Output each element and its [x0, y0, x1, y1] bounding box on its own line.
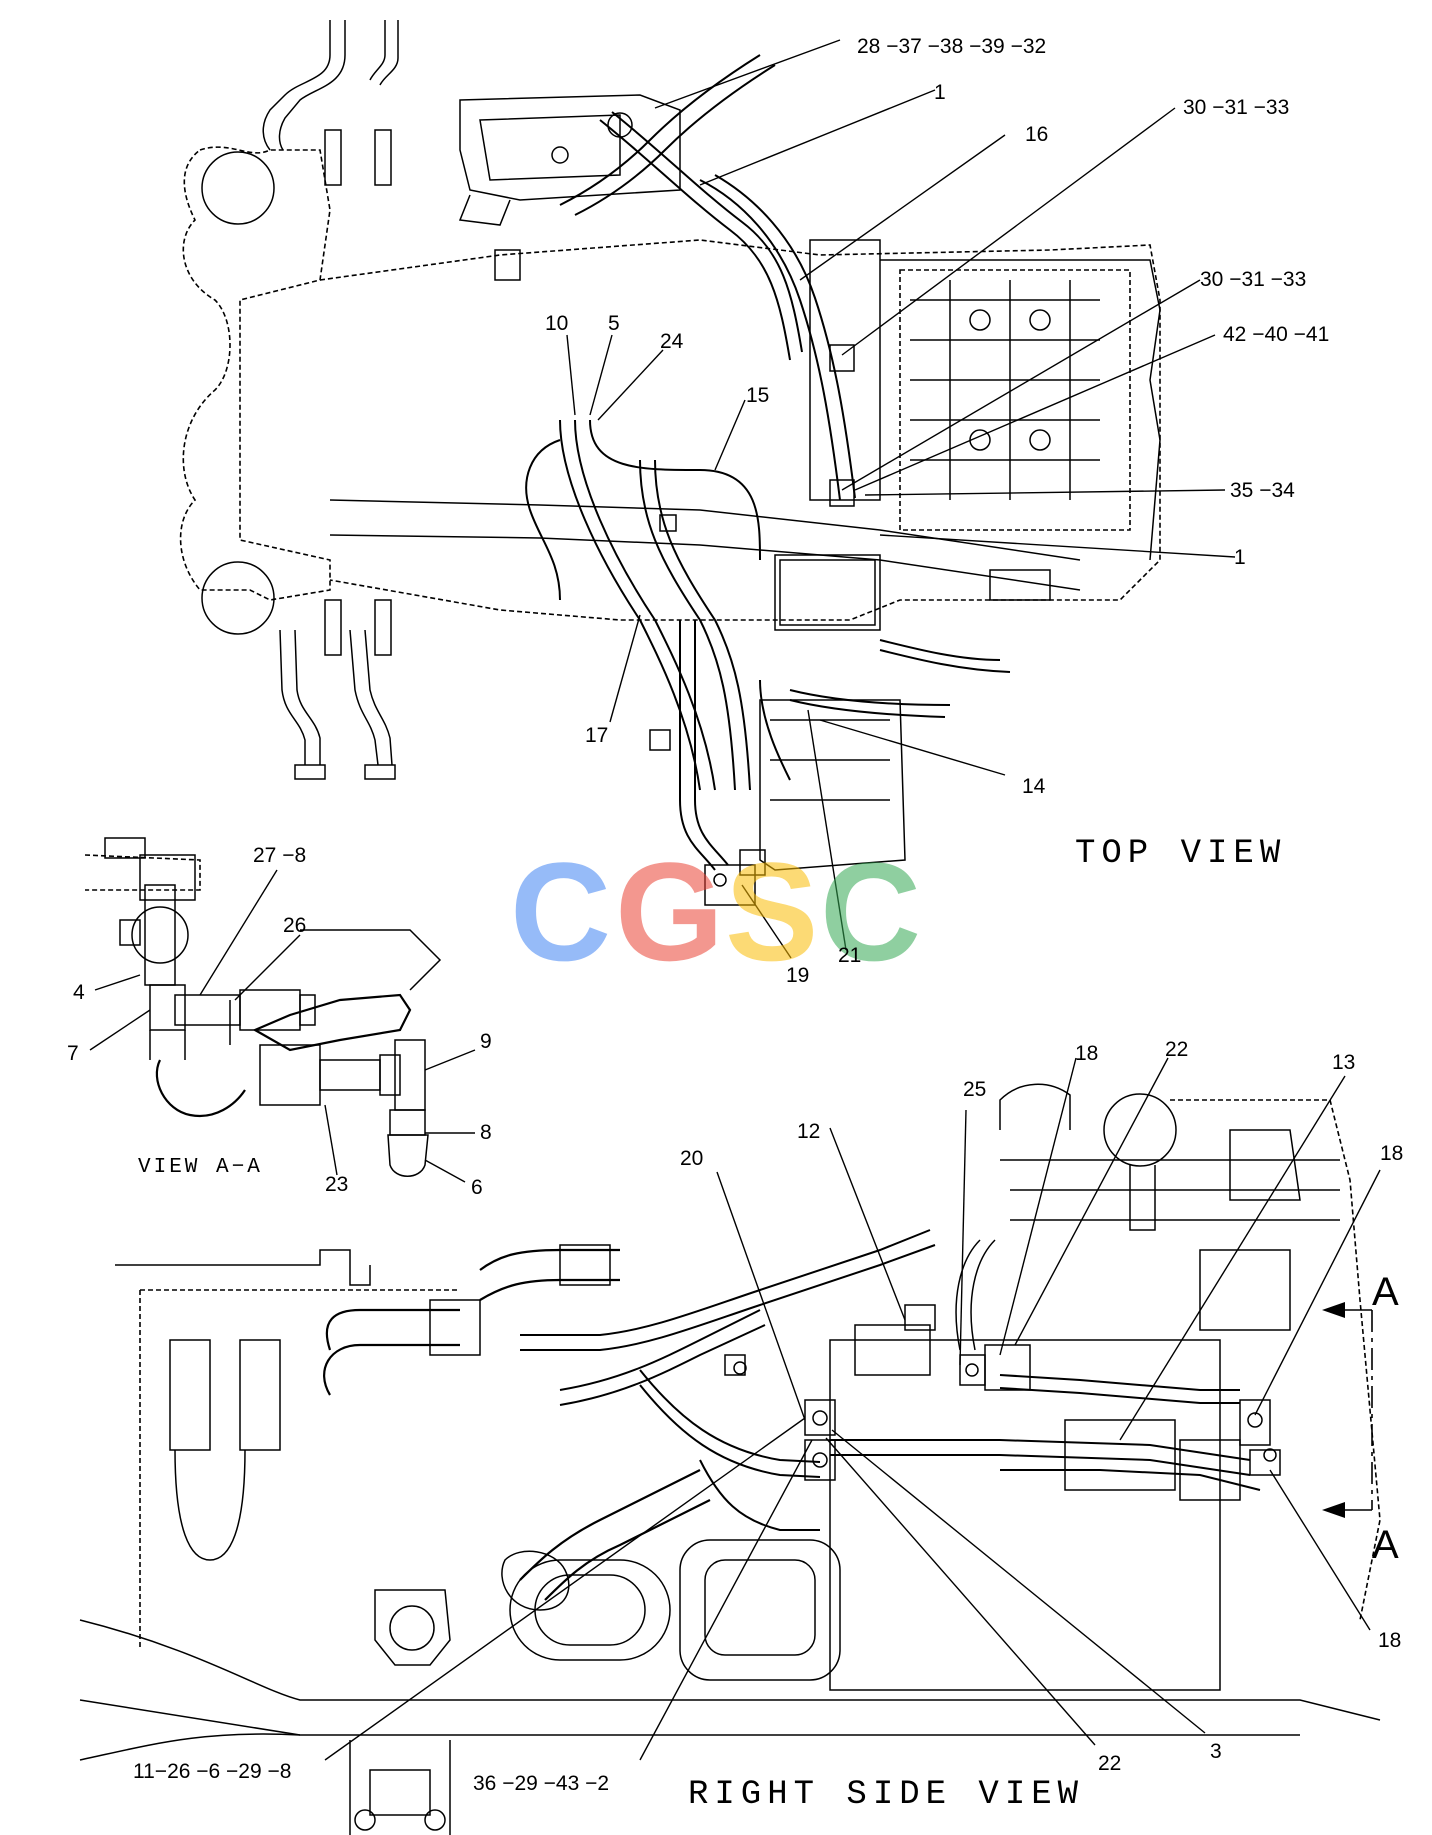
callout-18-right: 18	[1380, 1142, 1403, 1165]
callout-22-top: 22	[1165, 1038, 1188, 1061]
view-aa-drawing	[84, 837, 442, 1177]
callout-30-31-33-upper: 30 −31 −33	[1183, 96, 1289, 119]
callout-36-29-43-2: 36 −29 −43 −2	[473, 1772, 609, 1795]
callout-27-8: 27 −8	[253, 844, 306, 867]
section-marker-a-bottom: A	[1372, 1523, 1399, 1567]
callout-1-top: 1	[934, 81, 946, 104]
right-side-view-callouts: 25 18 22 13 12 18 20 18 11−26 −6 −29 −8 …	[133, 1038, 1403, 1814]
callout-18-bottom-right: 18	[1378, 1629, 1401, 1652]
right-side-view-title: RIGHT SIDE VIEW	[688, 1776, 1084, 1814]
leader-lines	[89, 39, 1381, 1761]
section-marker-a-top: A	[1372, 1270, 1399, 1314]
callout-35-34: 35 −34	[1230, 479, 1295, 502]
callout-9: 9	[480, 1030, 492, 1053]
callout-6: 6	[471, 1176, 483, 1199]
callout-26: 26	[283, 914, 306, 937]
callout-15: 15	[746, 384, 769, 407]
view-aa-title: VIEW A−A	[138, 1156, 263, 1179]
callout-19: 19	[786, 964, 809, 987]
watermark-letter-s: S	[725, 833, 818, 990]
callout-13: 13	[1332, 1051, 1355, 1074]
top-view-drawing	[179, 20, 1161, 906]
callout-20: 20	[680, 1147, 703, 1170]
callout-24: 24	[660, 330, 684, 353]
callout-10: 10	[545, 312, 568, 335]
watermark-letter-c2: C	[820, 833, 921, 990]
callout-23: 23	[325, 1173, 348, 1196]
callout-30-31-33-lower: 30 −31 −33	[1200, 268, 1306, 291]
callout-42-40-41: 42 −40 −41	[1223, 323, 1329, 346]
watermark-letter-c1: C	[510, 833, 611, 990]
callout-5: 5	[608, 312, 620, 335]
callout-3: 3	[1210, 1740, 1222, 1763]
callout-18-top-left: 18	[1075, 1042, 1098, 1065]
callout-21: 21	[838, 944, 861, 967]
callout-14: 14	[1022, 775, 1046, 798]
callout-22-bottom: 22	[1098, 1752, 1121, 1775]
callout-4: 4	[73, 981, 85, 1004]
callout-28-37-38-39-32: 28 −37 −38 −39 −32	[857, 35, 1046, 58]
top-view-callouts: 28 −37 −38 −39 −32 1 30 −31 −33 16 30 −3…	[545, 35, 1329, 987]
callout-25: 25	[963, 1078, 986, 1101]
callout-8: 8	[480, 1121, 492, 1144]
callout-11-26-6-29-8: 11−26 −6 −29 −8	[133, 1760, 291, 1783]
callout-17: 17	[585, 724, 608, 747]
callout-7: 7	[67, 1042, 79, 1065]
watermark: C G S C	[510, 833, 921, 990]
callout-12: 12	[797, 1120, 820, 1143]
view-aa-callouts: 27 −8 26 4 7 9 8 23 6 VIEW A−A	[67, 844, 492, 1199]
watermark-letter-g: G	[615, 833, 724, 990]
top-view-title: TOP VIEW	[1075, 835, 1286, 873]
callout-1-middle: 1	[1234, 546, 1246, 569]
right-side-view-drawing	[79, 1083, 1381, 1835]
callout-16: 16	[1025, 123, 1048, 146]
